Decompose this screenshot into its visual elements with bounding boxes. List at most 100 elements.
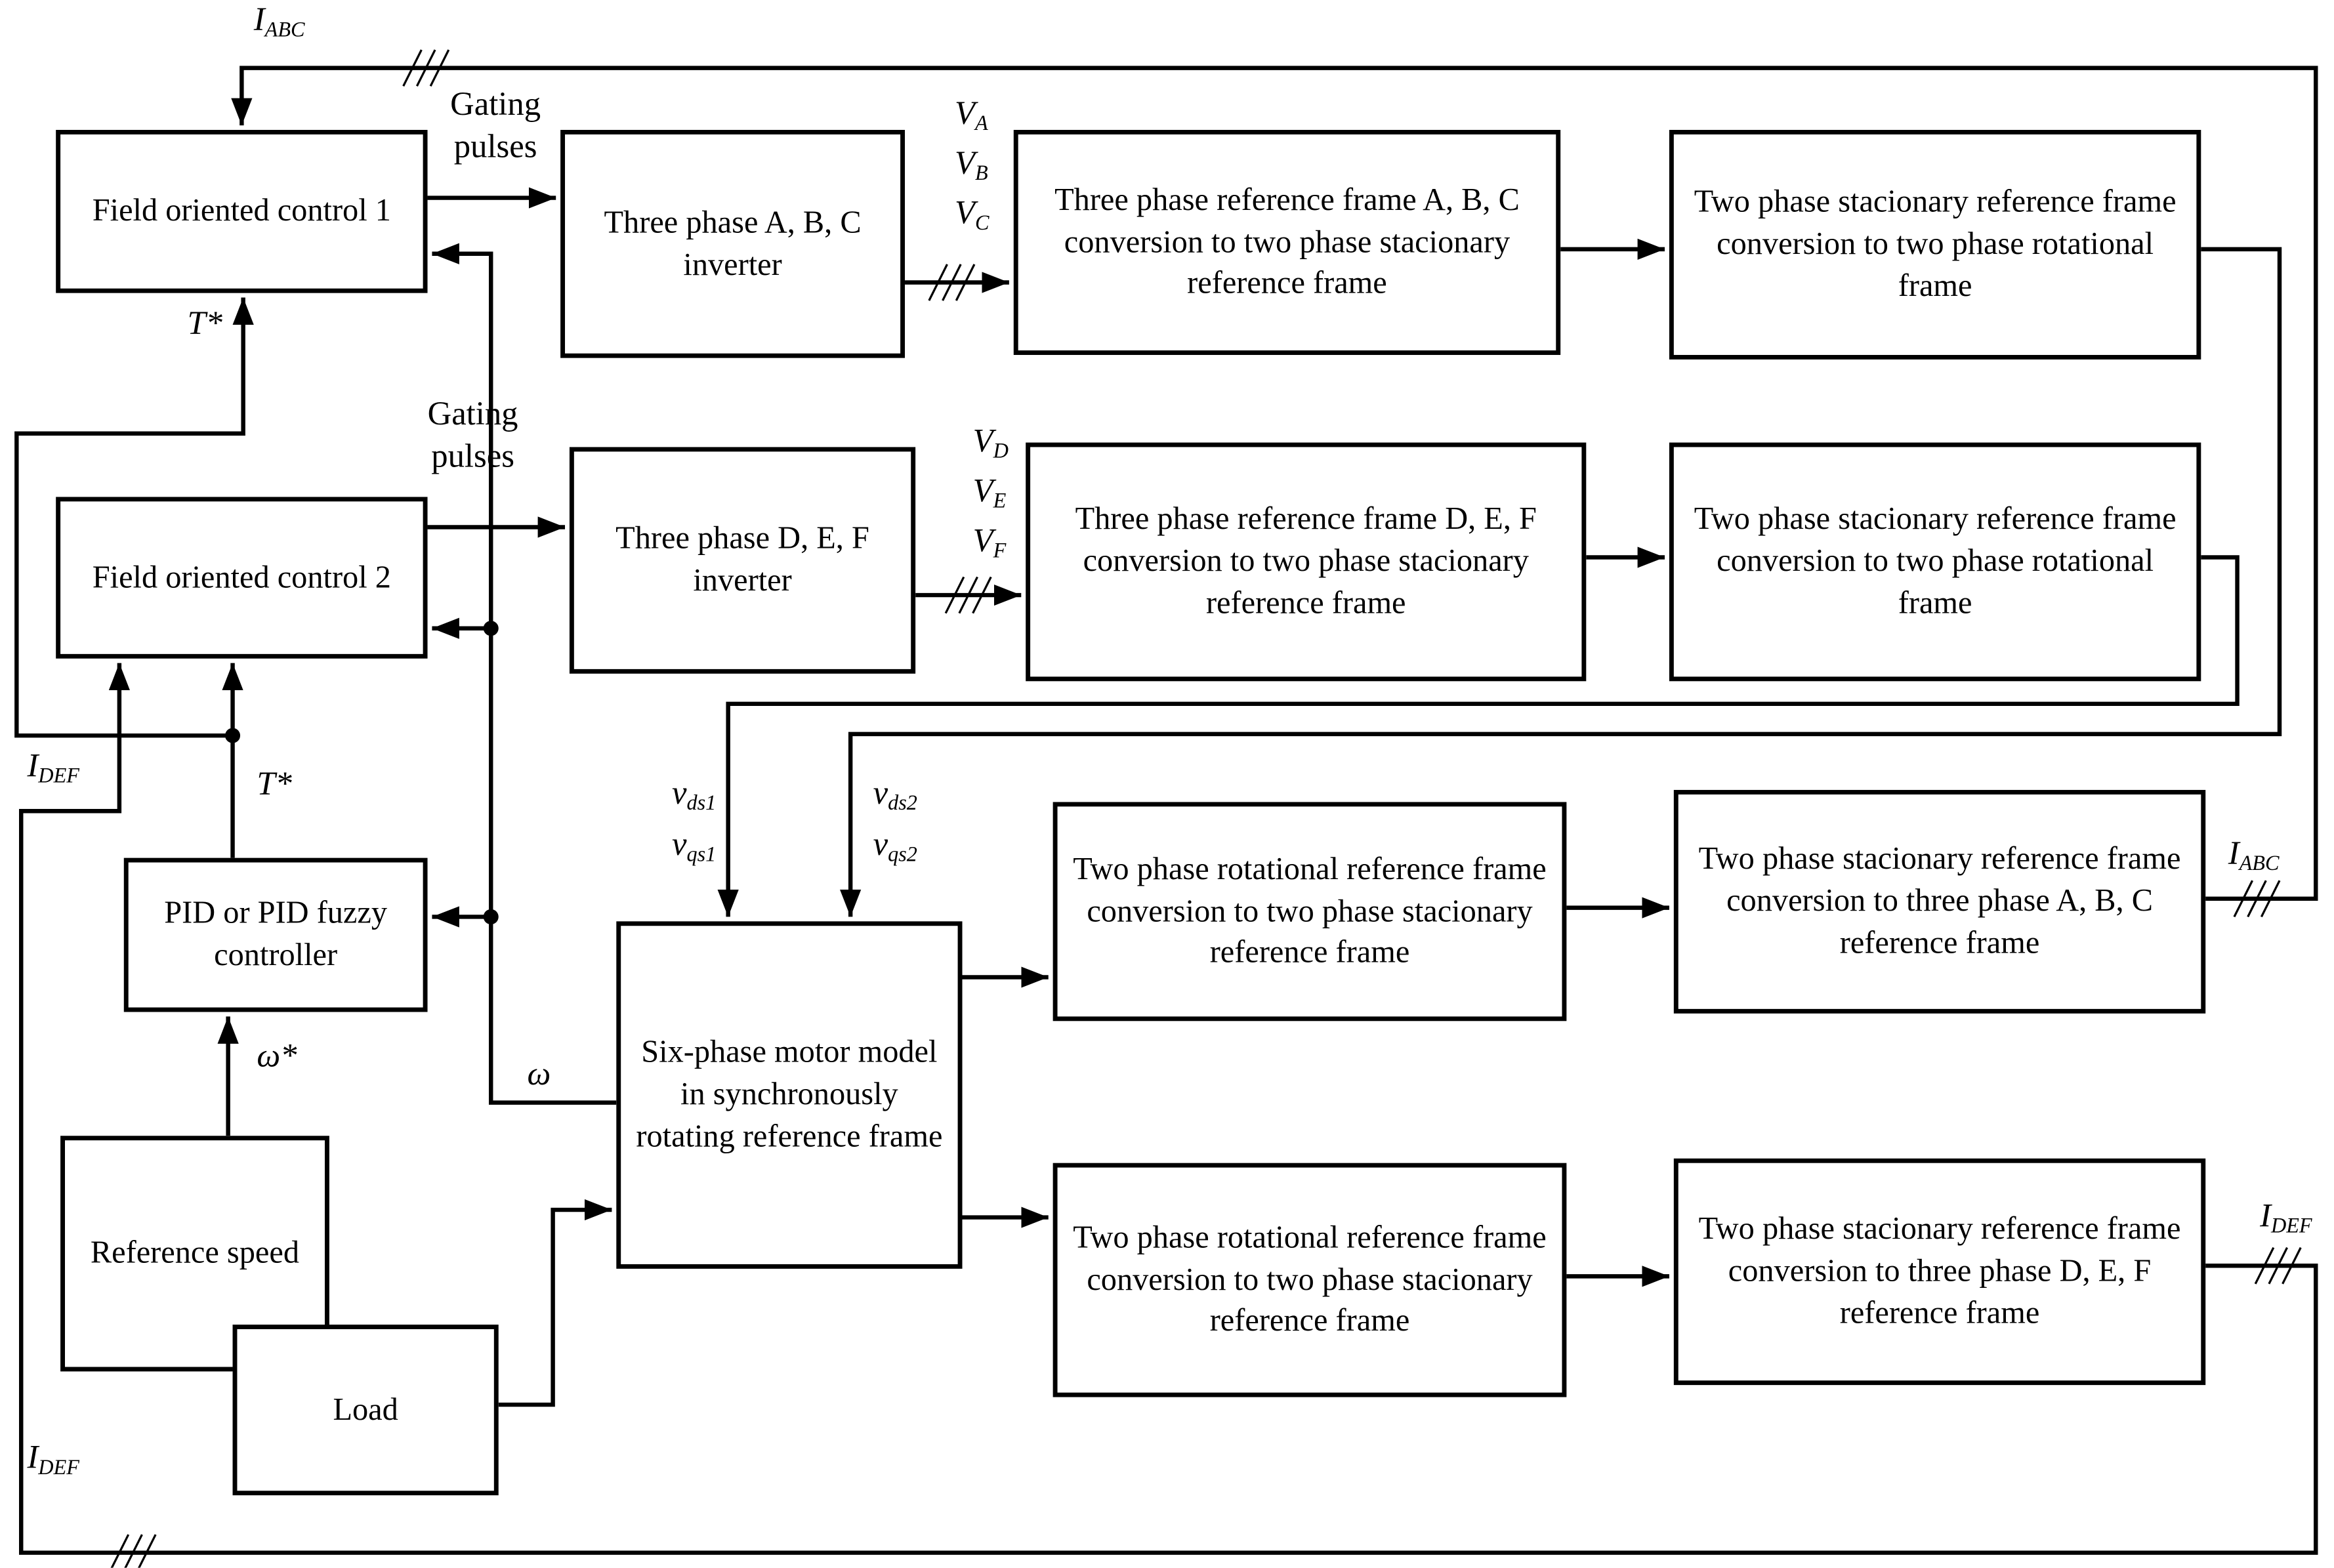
block-rotational-to-stationary-2: Two phase rotational reference frame con… [1052,1163,1567,1397]
signal-sub: A [974,113,988,136]
signal-label-gating-pulses-2: Gating pulses [402,393,543,476]
signal-label-vqs2: vqs2 [873,825,917,867]
block-label: Two phase stacionary reference frame con… [1698,840,2181,960]
signal-label-vds2: vds2 [873,773,917,816]
junction-dot-tstar [225,728,241,743]
block-pid-controller: PID or PID fuzzy controller [123,857,428,1012]
signal-sub: E [993,491,1007,514]
signal-sub: F [993,541,1007,564]
block-label: Reference speed [90,1234,300,1271]
block-label: Two phase stacionary reference frame con… [1694,500,2177,621]
signal-sub: D [993,441,1009,464]
block-load: Load [232,1325,499,1496]
signal-base: v [671,825,687,863]
block-label: Field oriented control 2 [92,558,391,595]
signal-base: V [954,193,975,232]
block-label: Two phase stacionary reference frame con… [1698,1210,2181,1331]
block-field-oriented-control-1: Field oriented control 1 [56,129,428,293]
block-label: Three phase reference frame A, B, C conv… [1054,181,1520,301]
block-frame-def-to-stationary: Three phase reference frame D, E, F conv… [1026,442,1587,682]
signal-base: V [972,471,993,509]
signal-label-gating-pulses-1: Gating pulses [425,83,566,167]
signal-sub: ds2 [888,793,917,816]
wire-iabc-feedback-loop [231,66,2318,901]
bus-slash-idef-right [2254,1247,2302,1285]
junction-dot-omega-foc2 [483,621,499,636]
block-inverter-abc: Three phase A, B, C inverter [560,129,906,358]
signal-label-vc: VC [955,196,989,236]
block-stationary-to-abc: Two phase stacionary reference frame con… [1673,790,2206,1014]
signal-sub: ds1 [686,793,717,816]
signal-text: T* [187,303,222,342]
signal-text: ω [527,1054,551,1092]
block-rotational-to-stationary-1: Two phase rotational reference frame con… [1052,802,1567,1021]
signal-label-iabc-right: IABC [2228,836,2280,876]
signal-base: V [972,421,993,459]
signal-base: v [873,773,888,812]
signal-base: I [27,1437,39,1476]
bus-slash-inverter-def [944,576,992,614]
wire-stationary-to-rotational-2-to-vds1 [717,555,2240,917]
block-frame-abc-to-stationary: Three phase reference frame A, B, C conv… [1013,129,1561,356]
signal-sub: B [974,163,988,186]
signal-label-idef-left: IDEF [27,749,79,789]
signal-sub: ABC [264,19,305,43]
signal-base: I [253,0,265,38]
signal-sub: qs1 [686,844,717,867]
signal-label-vd: VD [973,424,1009,464]
block-inverter-def: Three phase D, E, F inverter [569,447,916,674]
signal-base: v [671,773,687,812]
block-label: Two phase rotational reference frame con… [1073,1218,1547,1339]
block-field-oriented-control-2: Field oriented control 2 [56,497,428,659]
block-label: Two phase rotational reference frame con… [1073,850,1547,970]
wire-tstar-branch-to-foc1 [14,297,254,738]
signal-label-ve: VE [973,474,1007,514]
wire-idef-feedback-loop [19,663,2318,1555]
signal-label-omega-feedback: ω [527,1056,551,1091]
junction-dot-omega-pid [483,909,499,924]
signal-base: V [954,93,975,132]
signal-sub: DEF [38,766,79,789]
signal-sub: C [974,213,990,236]
signal-label-omega-ref: ω* [257,1039,297,1073]
bus-slash-iabc-right [2233,880,2281,918]
block-label: Three phase A, B, C inverter [604,203,862,282]
signal-text: Gating pulses [427,394,518,474]
signal-label-tstar-foc2: T* [257,766,292,801]
wire-omega-to-foc1 [432,243,617,1105]
block-stationary-to-def: Two phase stacionary reference frame con… [1673,1158,2206,1386]
signal-label-iabc-top: IABC [253,0,305,43]
signal-label-vf: VF [973,524,1007,564]
block-stationary-to-rotational-1: Two phase stacionary reference frame con… [1669,129,2201,360]
signal-sub: ABC [2239,853,2280,877]
block-label: Load [333,1390,398,1427]
signal-base: I [2260,1196,2271,1234]
block-six-phase-motor-model: Six-phase motor model in synchronously r… [616,921,963,1269]
signal-label-idef-right: IDEF [2260,1199,2312,1239]
wire-load-to-motor [498,1199,612,1407]
signal-label-tstar-foc1: T* [187,306,222,340]
block-label: Three phase reference frame D, E, F conv… [1075,500,1537,621]
signal-label-idef-bottom: IDEF [27,1437,79,1481]
signal-text: T* [257,764,292,802]
signal-base: V [972,521,993,559]
bus-slash-inverter-abc [928,264,976,301]
block-label: Two phase stacionary reference frame con… [1694,183,2177,304]
block-label: Three phase D, E, F inverter [615,520,869,598]
signal-sub: qs2 [888,844,917,867]
signal-base: V [954,143,975,182]
signal-base: I [2228,833,2240,872]
signal-base: v [873,825,888,863]
block-label: Six-phase motor model in synchronously r… [636,1033,943,1154]
block-label: Field oriented control 1 [92,192,391,228]
bus-slash-bottom-line [110,1534,157,1568]
signal-label-vds1: vds1 [646,773,717,816]
block-label: PID or PID fuzzy controller [164,894,388,973]
signal-sub: DEF [38,1457,79,1481]
signal-label-vqs1: vqs1 [646,825,717,867]
wire-stationary-to-rotational-1-to-vds2 [840,247,2282,917]
signal-sub: DEF [2270,1216,2312,1239]
